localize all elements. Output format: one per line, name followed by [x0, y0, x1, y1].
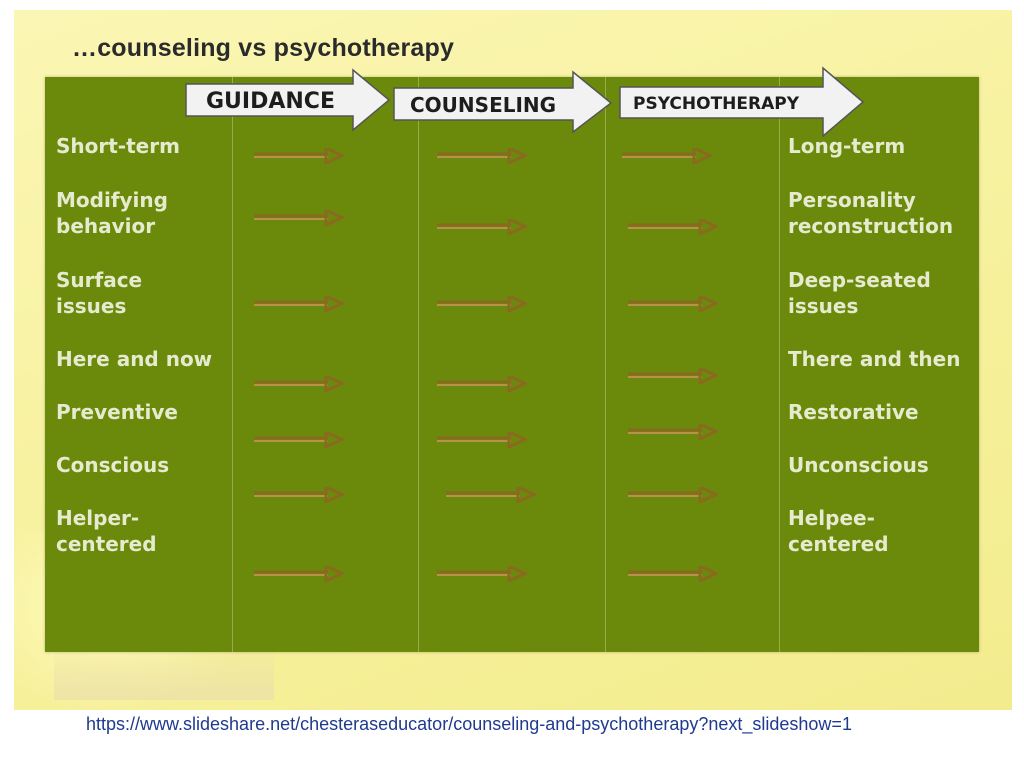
right-item-helpee-centered: Helpee- centered [788, 506, 889, 556]
flow-arrow-icon [628, 368, 718, 384]
source-link[interactable]: https://www.slideshare.net/chesteraseduc… [86, 714, 852, 734]
right-item-restorative: Restorative [788, 400, 919, 424]
flow-arrow-icon [254, 566, 344, 582]
flow-arrow-icon [254, 376, 344, 392]
flow-arrow-icon [628, 566, 718, 582]
stage-label-counseling: COUNSELING [410, 93, 557, 117]
left-item-helper-centered: Helper- centered [56, 506, 157, 556]
left-item-preventive: Preventive [56, 400, 178, 424]
stage-label-guidance: GUIDANCE [206, 89, 335, 114]
flow-arrow-icon [628, 296, 718, 312]
flow-arrow-icon [622, 148, 712, 164]
counseling-arrow-icon [393, 70, 613, 134]
guidance-arrow-icon [185, 68, 391, 132]
left-item-here-and-now: Here and now [56, 347, 213, 371]
flow-arrow-icon [437, 432, 527, 448]
flow-arrow-icon [628, 219, 718, 235]
column-divider [232, 77, 233, 652]
flow-arrow-icon [628, 487, 718, 503]
slide-title: …counseling vs psychotherapy [72, 34, 455, 62]
flow-arrow-icon [254, 148, 344, 164]
left-item-surface-issues: Surface issues [56, 268, 143, 318]
flow-arrow-icon [446, 487, 536, 503]
left-item-short-term: Short-term [56, 134, 180, 158]
right-item-unconscious: Unconscious [788, 453, 929, 477]
flow-arrow-icon [437, 376, 527, 392]
right-item-there-and-then: There and then [788, 347, 961, 371]
flow-arrow-icon [254, 296, 344, 312]
stage-label-psychotherapy: PSYCHOTHERAPY [633, 94, 800, 114]
flow-arrow-icon [437, 566, 527, 582]
psychotherapy-arrow-icon [619, 66, 865, 138]
column-divider [605, 77, 606, 652]
flow-arrow-icon [254, 487, 344, 503]
right-item-long-term: Long-term [788, 134, 906, 158]
flow-arrow-icon [437, 219, 527, 235]
flow-arrow-icon [254, 210, 344, 226]
left-item-conscious: Conscious [56, 453, 170, 477]
flow-arrow-icon [437, 296, 527, 312]
comparison-panel [45, 77, 979, 652]
column-divider [418, 77, 419, 652]
flow-arrow-icon [628, 424, 718, 440]
flow-arrow-icon [437, 148, 527, 164]
left-item-modifying-behavior: Modifying behavior [56, 188, 168, 238]
right-item-deep-seated-issues: Deep-seated issues [788, 268, 931, 318]
right-item-personality-reconstruction: Personality reconstruction [788, 188, 954, 238]
column-divider [779, 77, 780, 652]
flow-arrow-icon [254, 432, 344, 448]
